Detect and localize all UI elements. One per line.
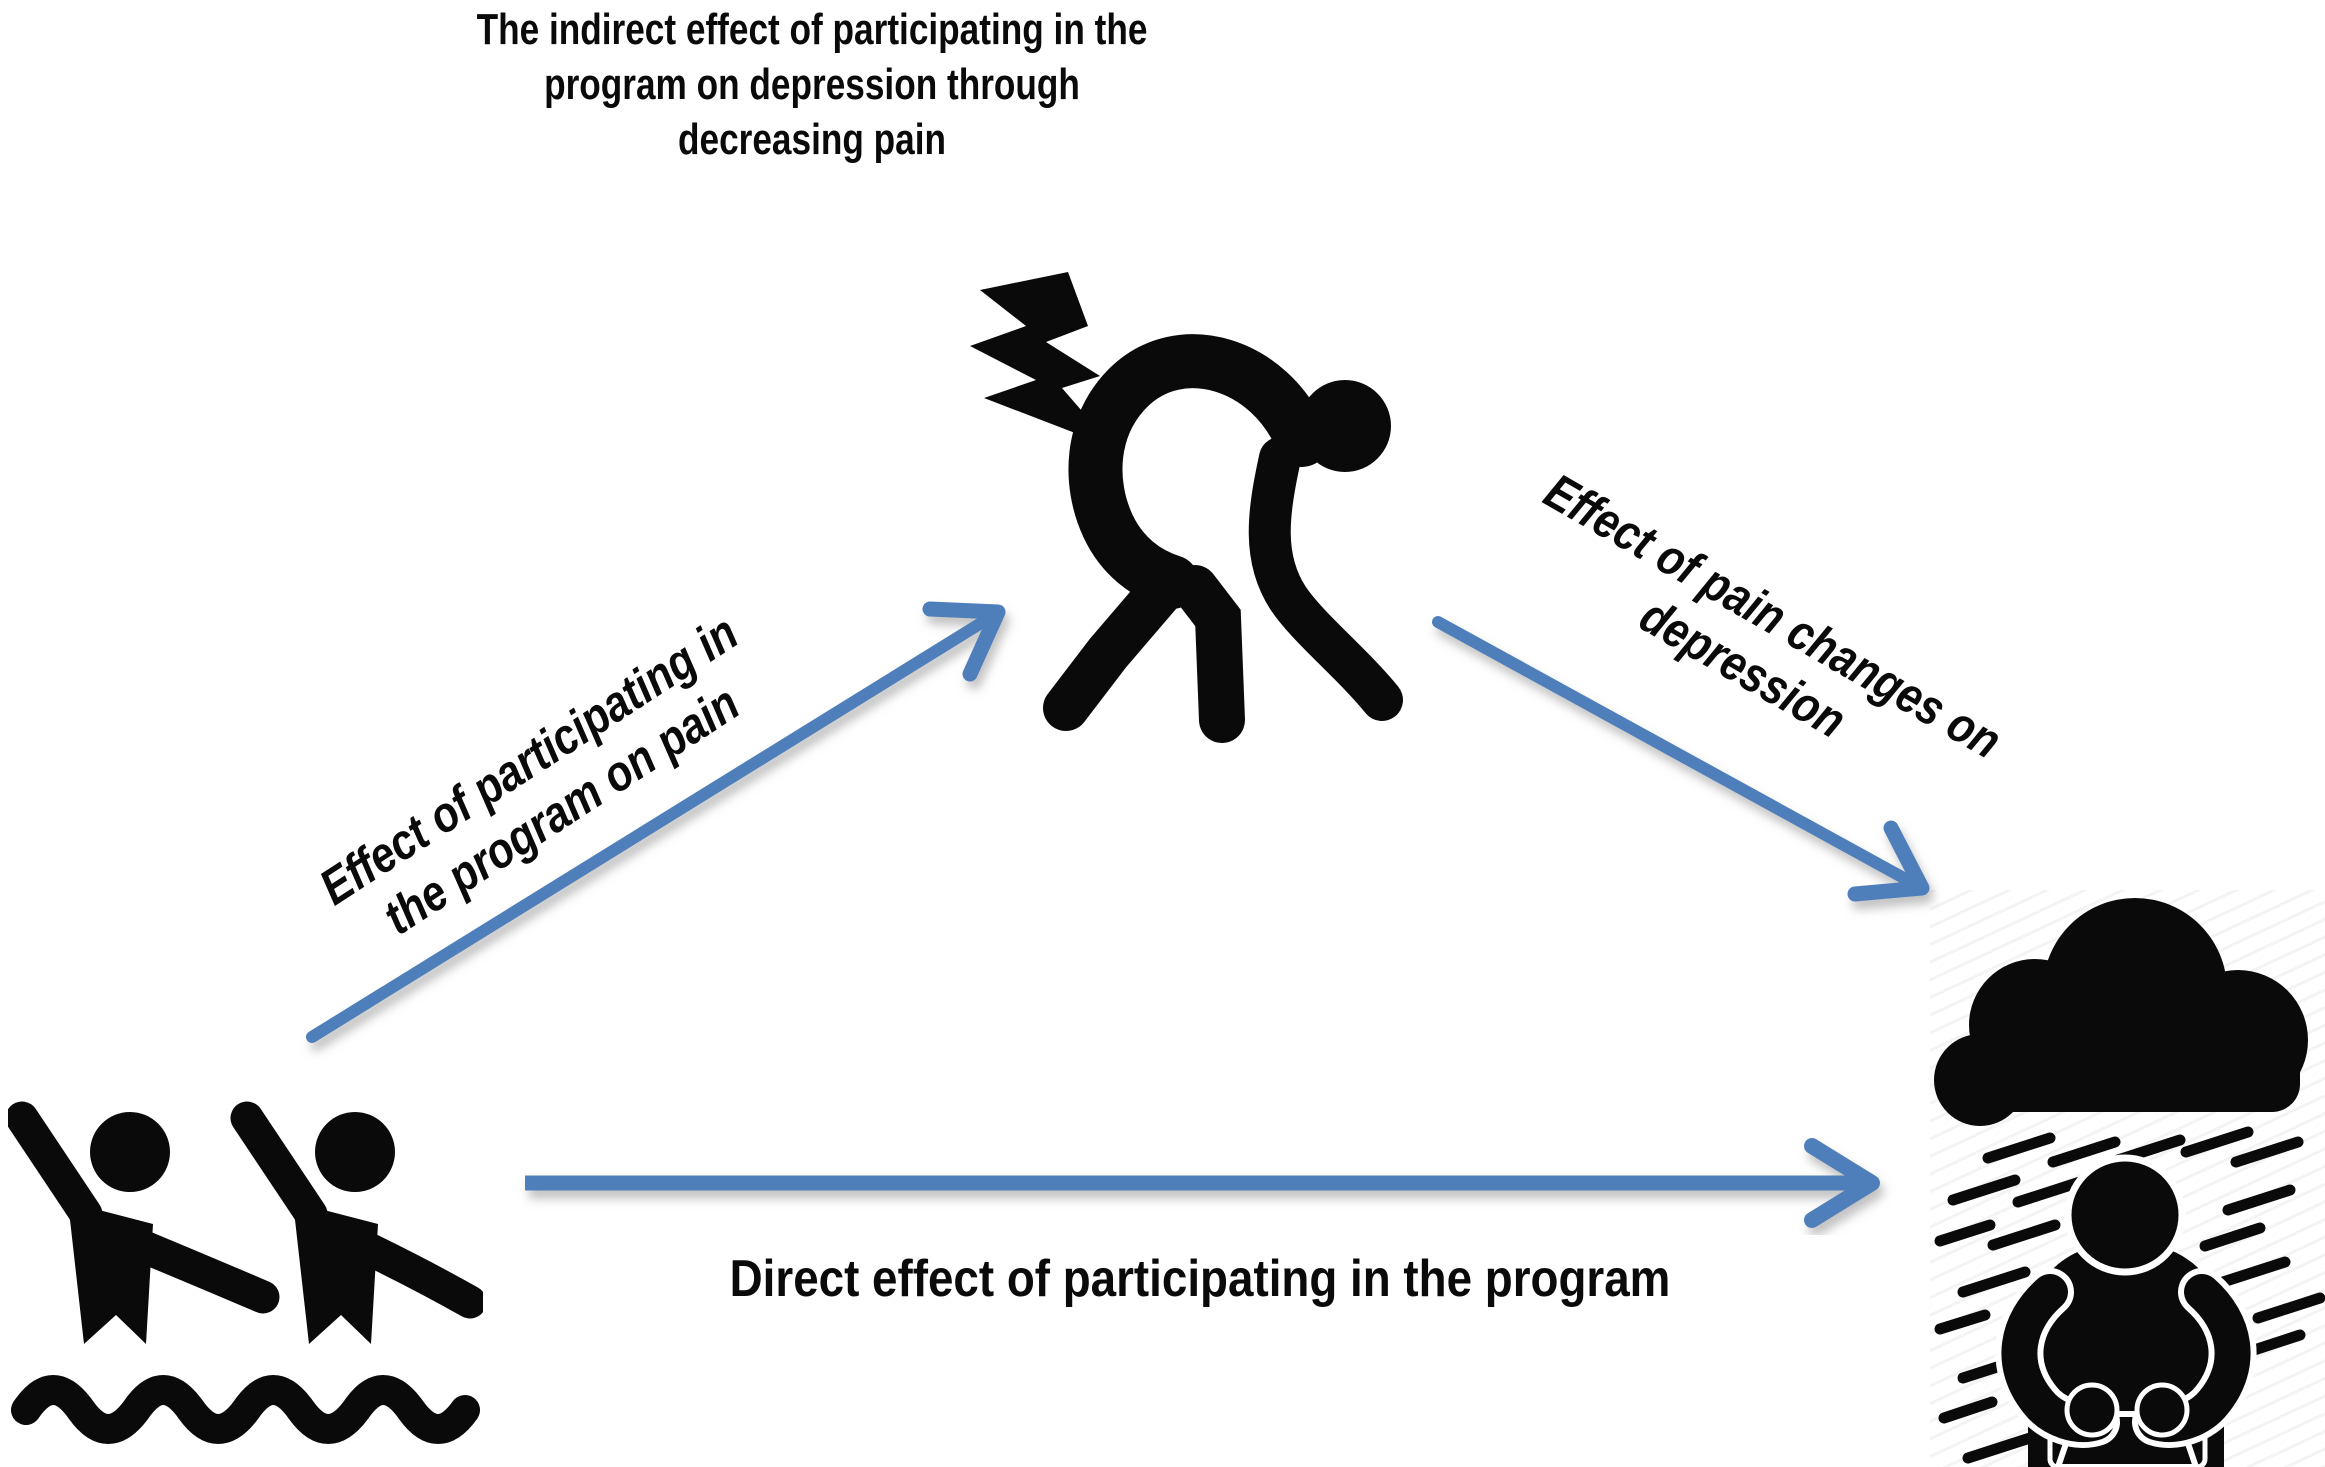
title-line-3: decreasing pain: [677, 115, 947, 164]
water-aerobics-icon: [8, 1052, 483, 1467]
label-line: Direct effect of participating in the pr…: [729, 1250, 1671, 1308]
depression-rain-cloud-icon: [1930, 890, 2325, 1467]
lightning-bolt-icon: [970, 272, 1114, 448]
title-line-2: program on depression through: [544, 60, 1080, 109]
arrow-pain-to-depression: [1432, 616, 1930, 902]
label-direct-effect: Direct effect of participating in the pr…: [665, 1249, 1734, 1309]
back-pain-icon: [950, 268, 1430, 748]
arrow-program-to-depression: [525, 1138, 1880, 1228]
arrow-program-to-pain: [306, 601, 1006, 1043]
sitting-person: [1995, 1154, 2257, 1467]
title-line-1: The indirect effect of participating in …: [476, 5, 1148, 54]
diagram-title: The indirect effect of participating in …: [393, 2, 1232, 167]
rain-cloud-icon: [1934, 898, 2308, 1126]
rain-lines: [1934, 1126, 2325, 1464]
